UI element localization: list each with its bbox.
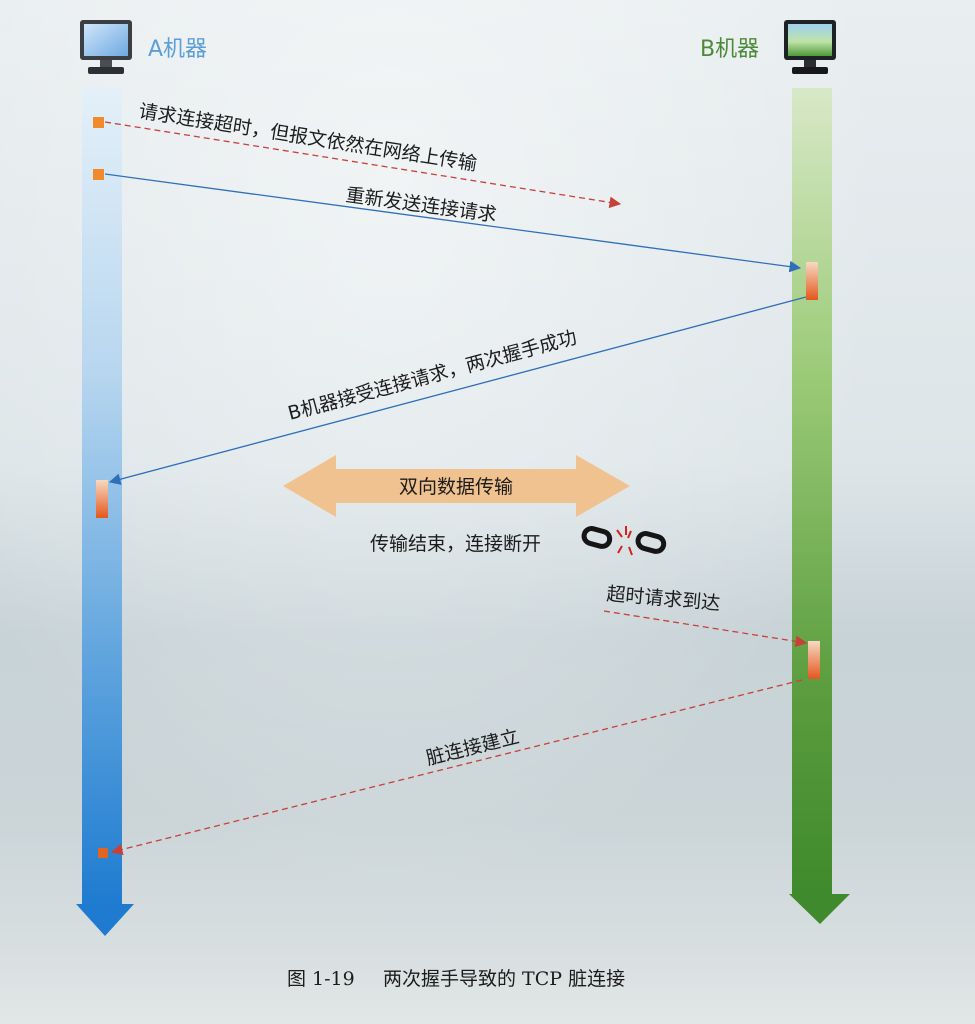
- activation-a-dirty: [98, 848, 108, 858]
- data-transfer-double-arrow: [283, 455, 630, 517]
- timeout-arrives-arrow: [603, 610, 808, 648]
- timeout-request-arrow: [104, 121, 622, 209]
- activation-a-timeout: [93, 117, 104, 128]
- transfer-end-label: 传输结束，连接断开: [370, 533, 541, 555]
- dirty-connection-label: 脏连接建立: [424, 726, 522, 770]
- data-transfer-label: 双向数据传输: [399, 476, 513, 498]
- host-b-monitor-icon: [784, 20, 836, 74]
- activation-a-resend: [93, 169, 104, 180]
- activation-b-accept: [806, 262, 818, 300]
- timeout-request-label: 请求连接超时，但报文依然在网络上传输: [137, 100, 478, 175]
- figure-title: 两次握手导致的 TCP 脏连接: [383, 968, 625, 990]
- figure-number: 图 1-19: [287, 968, 355, 990]
- host-a-label: A机器: [148, 37, 207, 62]
- timeout-arrives-label: 超时请求到达: [606, 583, 721, 615]
- b-accepts-label: B机器接受连接请求，两次握手成功: [286, 326, 580, 424]
- host-a-monitor-icon: [80, 20, 132, 74]
- resend-request-arrow: [104, 173, 802, 273]
- b-accepts-arrow: [108, 296, 807, 485]
- host-b-lifeline: [789, 88, 850, 924]
- dirty-connection-arrow: [110, 679, 803, 856]
- resend-request-label: 重新发送连接请求: [344, 184, 498, 226]
- host-b-label: B机器: [700, 37, 759, 62]
- activation-b-timeout: [808, 641, 820, 679]
- broken-chain-icon: [581, 526, 667, 556]
- activation-a-ack: [96, 480, 108, 518]
